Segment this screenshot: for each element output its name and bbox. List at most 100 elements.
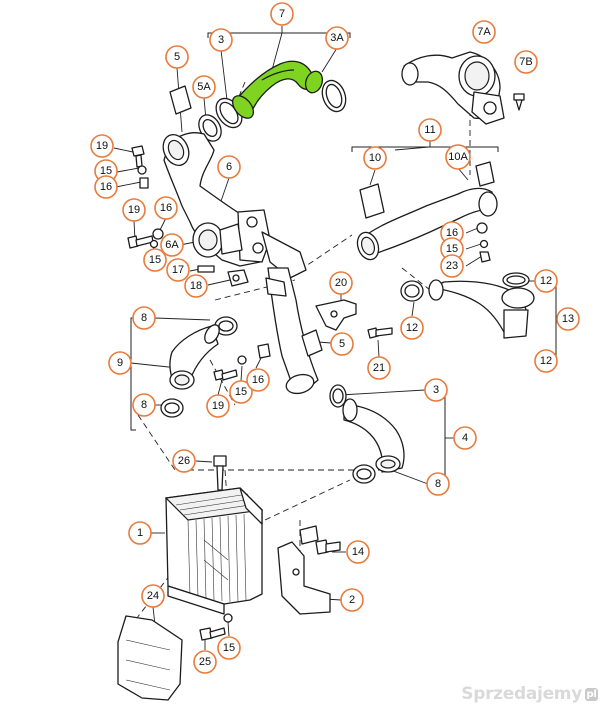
watermark-badge: pl [585, 688, 598, 701]
part-5-gasket-mid [301, 329, 323, 357]
part-13-hose [428, 279, 535, 339]
part-10-gasket [359, 183, 385, 219]
svg-text:12: 12 [540, 355, 552, 367]
callout-13: 13 [556, 307, 580, 331]
part-11-hose [356, 187, 498, 261]
callout-15-mid: 15 [143, 248, 167, 272]
svg-text:18: 18 [190, 280, 202, 292]
svg-text:16: 16 [252, 374, 264, 386]
svg-text:16: 16 [446, 227, 458, 239]
part-16a-bush [139, 177, 149, 189]
callout-16-right: 16 [440, 221, 464, 245]
svg-text:19: 19 [212, 400, 224, 412]
part-15e-washer [223, 613, 233, 623]
callout-8-upper: 8 [132, 306, 156, 330]
svg-text:5A: 5A [197, 81, 211, 93]
callout-18: 18 [184, 274, 208, 298]
svg-text:23: 23 [446, 260, 458, 272]
part-2-bracket [277, 525, 331, 615]
svg-text:13: 13 [562, 313, 574, 325]
callout-7: 7 [270, 2, 294, 26]
watermark-text: Sprzedajemy [461, 684, 582, 704]
svg-text:12: 12 [406, 322, 418, 334]
callout-23: 23 [440, 254, 464, 278]
callout-24: 24 [141, 584, 165, 608]
part-19b-bolt [127, 235, 154, 249]
svg-text:12: 12 [540, 275, 552, 287]
svg-text:24: 24 [147, 590, 159, 602]
svg-text:11: 11 [424, 124, 435, 136]
callout-10: 10 [363, 146, 387, 170]
callout-6: 6 [217, 155, 241, 179]
callout-19-top: 19 [90, 134, 114, 158]
part-18-sensor [227, 269, 249, 287]
callout-12-top-right: 12 [534, 269, 558, 293]
part-1-intercooler [164, 487, 264, 615]
part-17-screw [197, 265, 215, 273]
svg-text:15: 15 [100, 165, 112, 177]
svg-text:17: 17 [172, 264, 184, 276]
part-15d-washer [237, 355, 247, 365]
svg-text:26: 26 [178, 455, 190, 467]
callout-8-right: 8 [426, 472, 450, 496]
part-12-ring-right [502, 272, 530, 288]
part-14-bolt [315, 539, 341, 555]
part-10A-gasket [475, 161, 495, 187]
part-23-nut [479, 251, 491, 263]
callout-8-lower: 8 [132, 393, 156, 417]
part-12-ring-left [400, 280, 424, 302]
part-26-bolt [213, 455, 227, 491]
part-3A-ring [321, 79, 347, 113]
callout-7A: 7A [472, 20, 496, 44]
svg-text:10: 10 [369, 152, 381, 164]
callout-11: 11 [418, 118, 442, 142]
svg-text:8: 8 [141, 312, 147, 324]
callout-20: 20 [329, 271, 353, 295]
svg-text:21: 21 [373, 362, 385, 374]
svg-text:8: 8 [141, 399, 147, 411]
callout-26: 26 [172, 449, 196, 473]
callout-3-mid: 3 [424, 378, 448, 402]
svg-text:14: 14 [352, 546, 364, 558]
svg-text:16: 16 [160, 202, 172, 214]
callout-16-mid: 16 [154, 196, 178, 220]
part-6A-sensor [192, 222, 243, 258]
callout-14: 14 [346, 540, 370, 564]
part-8-ring-lower [160, 398, 184, 418]
svg-text:15: 15 [223, 642, 235, 654]
callout-10A: 10A [445, 144, 471, 170]
part-16b-bush [152, 228, 164, 240]
part-24-air-guide [117, 615, 183, 701]
part-21-bolt [367, 327, 393, 339]
svg-text:5: 5 [339, 338, 345, 350]
center-long-pipe [265, 267, 319, 395]
svg-text:7B: 7B [519, 56, 532, 68]
svg-text:6A: 6A [165, 239, 179, 251]
callout-6A: 6A [160, 233, 184, 257]
callout-21: 21 [367, 356, 391, 380]
callout-7B: 7B [514, 50, 538, 74]
part-15a-washer [137, 165, 147, 175]
callout-19-lower: 19 [206, 394, 230, 418]
callout-17: 17 [166, 258, 190, 282]
callout-12-bottom-right: 12 [534, 349, 558, 373]
part-9-hose [169, 324, 220, 390]
svg-text:8: 8 [435, 478, 441, 490]
callout-25: 25 [193, 650, 217, 674]
callout-2: 2 [340, 588, 364, 612]
part-8-ring-right [352, 464, 376, 484]
callout-5-top: 5 [165, 45, 189, 69]
callout-5-mid: 5 [330, 332, 354, 356]
callout-4: 4 [453, 426, 477, 450]
svg-text:9: 9 [117, 357, 123, 369]
part-7B-bolt [513, 93, 525, 111]
callout-3: 3 [209, 28, 233, 52]
callout-16-lower: 16 [246, 368, 270, 392]
part-3-clamp-mid [329, 384, 347, 408]
part-16c-bush [476, 222, 488, 234]
callout-16-top: 16 [94, 175, 118, 199]
part-5-gasket-top [169, 85, 192, 115]
svg-text:19: 19 [96, 140, 108, 152]
svg-text:5: 5 [174, 51, 180, 63]
